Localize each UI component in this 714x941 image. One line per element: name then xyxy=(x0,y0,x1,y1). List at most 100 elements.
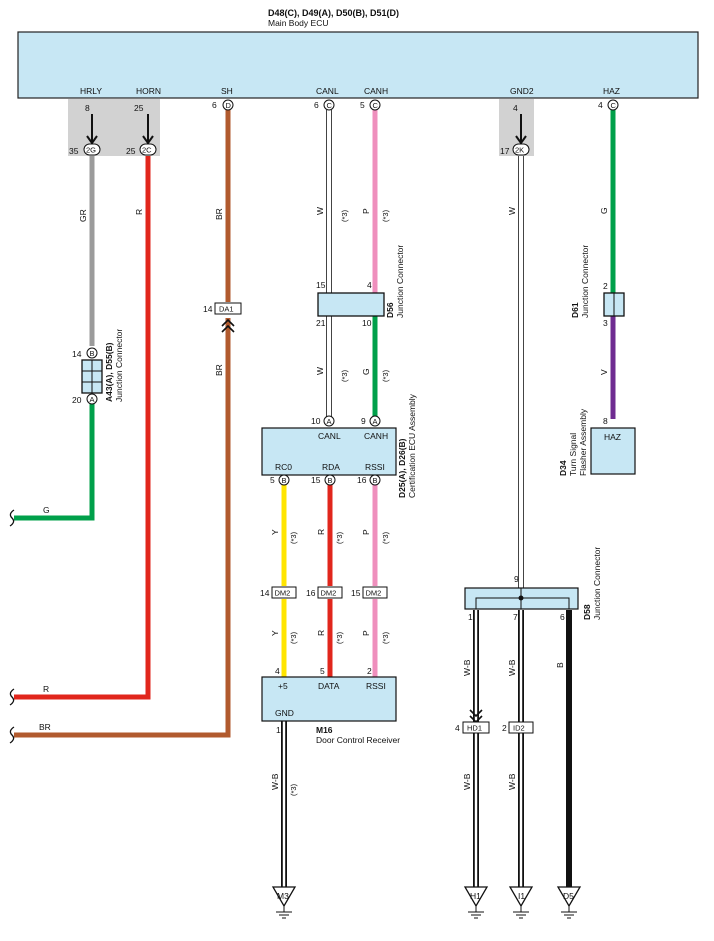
d34-pin-num: 8 xyxy=(603,416,608,426)
ground-icon xyxy=(271,886,297,919)
d25-pin-canl-circle-label: A xyxy=(327,417,332,426)
pin-circle-canl xyxy=(323,99,335,111)
d25-pin-rc0-circle xyxy=(278,474,290,486)
d56-pin-bl: 21 xyxy=(316,318,326,328)
d25-pin-canh-circle xyxy=(369,415,381,427)
ground-h1: H1 xyxy=(470,891,481,901)
d25-pin-rda-circle xyxy=(324,474,336,486)
d56-desc: Junction Connector xyxy=(395,245,405,318)
m16-pin-plus5: +5 xyxy=(278,681,288,691)
label-p-canh: P xyxy=(361,208,371,214)
pin-num-canh: 5 xyxy=(360,100,365,110)
da1-chevron xyxy=(221,318,235,333)
d55-pin-bottom-circle-label: A xyxy=(90,395,95,404)
pin-num-haz: 4 xyxy=(598,100,603,110)
d56-pin-br: 10 xyxy=(362,318,372,328)
d25-pin-rda: RDA xyxy=(322,462,340,472)
m16-box xyxy=(261,676,397,722)
dm2-mid-num: 16 xyxy=(306,588,316,598)
m16-desc: Door Control Receiver xyxy=(316,735,400,745)
m16-pin-gnd: GND xyxy=(275,708,294,718)
da1-code: DA1 xyxy=(219,305,234,314)
d58-pin-top: 9 xyxy=(514,574,519,584)
label-br-top: BR xyxy=(214,208,224,220)
pin-num-horn: 25 xyxy=(134,103,144,113)
label-r-left: R xyxy=(43,684,49,694)
wire-r-horn xyxy=(14,156,151,700)
m16-num-rssi: 2 xyxy=(367,666,372,676)
d34-desc1: Turn Signal xyxy=(568,433,578,476)
d25-pin-canh: CANH xyxy=(364,431,388,441)
pin-circle-sh xyxy=(222,99,234,111)
d55-pin-top-circle-label: B xyxy=(90,349,95,358)
ecu-pin-canl: CANL xyxy=(316,86,339,96)
id2-box xyxy=(508,721,534,734)
arrow-gnd2 xyxy=(515,114,527,145)
label-note-p-bot: (*3) xyxy=(381,631,390,644)
wire-break-r xyxy=(9,688,15,706)
label-note-y-top: (*3) xyxy=(289,531,298,544)
d58-name: D58 xyxy=(582,604,592,620)
label-g-left: G xyxy=(43,505,50,515)
d55-name: A43(A), D55(B) xyxy=(104,342,114,402)
pin-num-hrly: 8 xyxy=(85,103,90,113)
d56-connector xyxy=(317,292,385,317)
jtag-2c xyxy=(139,143,157,156)
label-g-canh2: G xyxy=(361,368,371,375)
label-note-r-top: (*3) xyxy=(335,531,344,544)
label-p-rssi-top: P xyxy=(361,529,371,535)
d25-pin-rssi-circle xyxy=(369,474,381,486)
d25-name: D25(A), D26(B) xyxy=(397,438,407,498)
hd1-box xyxy=(462,721,490,734)
label-w-canl2: W xyxy=(315,367,325,375)
d34-desc2: Flasher Assembly xyxy=(578,408,588,476)
pin-circle-canh-label: C xyxy=(373,101,379,110)
dm2-mid-code: DM2 xyxy=(321,589,337,598)
label-br-left: BR xyxy=(39,722,51,732)
d58-pin-out1: 1 xyxy=(468,612,473,622)
pin-circle-sh-label: D xyxy=(226,101,232,110)
d61-desc: Junction Connector xyxy=(580,245,590,318)
pin-circle-canh xyxy=(369,99,381,111)
jtag-2g-num: 35 xyxy=(69,146,79,156)
label-r-horn: R xyxy=(134,209,144,215)
jtag-2k-code: 2K xyxy=(515,146,524,155)
jtag-2c-num: 25 xyxy=(126,146,136,156)
d58-pin-out3: 6 xyxy=(560,612,565,622)
label-note-canl2: (*3) xyxy=(340,369,349,382)
d55-pin-top-num: 14 xyxy=(72,349,82,359)
m16-pin-data: DATA xyxy=(318,681,340,691)
pin-num-canl: 6 xyxy=(314,100,319,110)
ground-icon xyxy=(463,886,489,919)
d25-pin-rc0-num: 5 xyxy=(270,475,275,485)
label-note-wb-m16: (*3) xyxy=(289,783,298,796)
d58-node xyxy=(518,595,524,601)
hd1-num: 4 xyxy=(455,723,460,733)
label-r-rda-top: R xyxy=(316,529,326,535)
label-b-6: B xyxy=(555,662,565,668)
wire-break-g xyxy=(9,509,15,527)
d25-pin-canl: CANL xyxy=(318,431,341,441)
label-br-mid: BR xyxy=(214,364,224,376)
d61-name: D61 xyxy=(570,302,580,318)
d61-pin-top: 2 xyxy=(603,281,608,291)
label-g-haz: G xyxy=(599,207,609,214)
jtag-2k xyxy=(512,143,530,156)
pin-num-sh: 6 xyxy=(212,100,217,110)
ecu-pin-horn: HORN xyxy=(136,86,161,96)
d25-pin-rssi-circle-label: B xyxy=(373,476,378,485)
d25-pin-rc0: RC0 xyxy=(275,462,292,472)
jtag-2g xyxy=(83,143,101,156)
label-note-canh2: (*3) xyxy=(381,369,390,382)
dm2-left-num: 14 xyxy=(260,588,270,598)
arrow-horn xyxy=(142,114,154,145)
d56-pin-tl: 15 xyxy=(316,280,326,290)
d56-name: D56 xyxy=(385,302,395,318)
pin-circle-canl-label: C xyxy=(327,101,333,110)
dm2-mid-box xyxy=(317,586,343,599)
jtag-2c-code: 2C xyxy=(142,146,152,155)
d56-pin-tr: 4 xyxy=(367,280,372,290)
label-y-bot: Y xyxy=(270,630,280,636)
ecu-pin-gnd2: GND2 xyxy=(510,86,534,96)
label-note-y-bot: (*3) xyxy=(289,631,298,644)
